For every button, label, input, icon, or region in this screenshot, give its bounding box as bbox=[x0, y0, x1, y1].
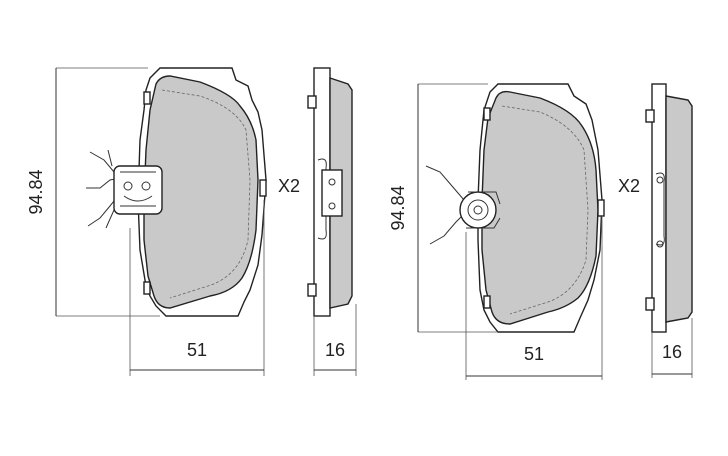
right-height-label: 94.84 bbox=[388, 185, 408, 230]
right-quantity-label: X2 bbox=[618, 176, 640, 196]
left-spring-clip bbox=[86, 149, 163, 229]
right-thickness-dimension: 16 bbox=[651, 318, 693, 378]
left-pad-side-view bbox=[307, 67, 353, 317]
left-width-label: 51 bbox=[187, 340, 207, 360]
right-spring-clip bbox=[425, 165, 501, 245]
right-pad-side-view bbox=[645, 83, 693, 333]
left-height-dimension: 94.84 bbox=[26, 67, 160, 317]
left-friction-material bbox=[143, 75, 259, 309]
left-pad-front-view bbox=[86, 67, 267, 317]
left-thickness-dimension: 16 bbox=[313, 304, 357, 376]
left-thickness-label: 16 bbox=[325, 340, 345, 360]
right-friction-material bbox=[481, 90, 599, 325]
left-width-dimension: 51 bbox=[129, 200, 265, 376]
right-pad-front-view bbox=[425, 83, 605, 333]
right-thickness-label: 16 bbox=[662, 342, 682, 362]
right-height-dimension: 94.84 bbox=[388, 83, 498, 333]
left-height-label: 94.84 bbox=[26, 169, 46, 214]
right-width-dimension: 51 bbox=[465, 216, 603, 380]
left-quantity-label: X2 bbox=[278, 176, 300, 196]
right-width-label: 51 bbox=[524, 344, 544, 364]
